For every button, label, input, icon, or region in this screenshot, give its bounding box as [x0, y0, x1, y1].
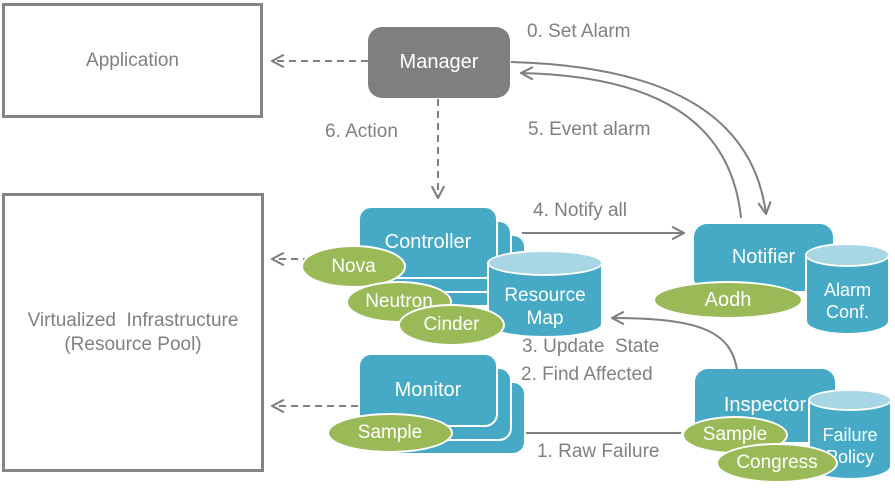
failure-policy-label: Failure Policy — [822, 424, 878, 467]
cinder-label: Cinder — [423, 314, 480, 335]
resource-map-label: Resource Map — [504, 285, 586, 329]
inspector-sample-label: Sample — [702, 424, 768, 445]
alarm-conf-cylinder-top — [805, 243, 890, 267]
application-box: Application — [2, 3, 263, 118]
arrow-event-alarm-arc — [521, 73, 742, 219]
manager-label: Manager — [399, 51, 479, 73]
inspector-label: Inspector — [723, 394, 807, 416]
failure-policy-cylinder: Failure Policy — [808, 389, 892, 480]
controller-label: Controller — [384, 231, 472, 253]
alarm-conf-cylinder: Alarm Conf. — [805, 243, 890, 335]
aodh-ellipse: Aodh — [653, 281, 803, 319]
monitor-sample-ellipse: Sample — [327, 413, 453, 453]
alarm-conf-label: Alarm Conf. — [823, 280, 871, 322]
virtualized-infrastructure-box: Virtualized Infrastructure (Resource Poo… — [2, 193, 264, 472]
aodh-label: Aodh — [704, 288, 752, 311]
step-raw-failure-label: 1. Raw Failure — [537, 441, 660, 462]
virtualized-infrastructure-label: Virtualized Infrastructure (Resource Poo… — [27, 309, 239, 355]
arrow-set-alarm-arc — [510, 61, 766, 214]
alarm-conf-cylinder-body — [805, 255, 890, 335]
step-action-label: 6. Action — [325, 121, 398, 142]
arrow-update-state-arc — [612, 318, 738, 371]
monitor-box: Monitor — [358, 353, 498, 427]
step-event-alarm-label: 5. Event alarm — [528, 119, 651, 140]
controller-box: Controller — [358, 206, 498, 279]
congress-label: Congress — [736, 452, 818, 473]
monitor-label: Monitor — [394, 378, 462, 401]
monitor-sample-label: Sample — [357, 422, 423, 443]
resource-map-cylinder-top — [487, 250, 603, 276]
manager-box: Manager — [368, 27, 510, 98]
step-set-alarm-label: 0. Set Alarm — [527, 21, 631, 42]
congress-ellipse: Congress — [716, 443, 838, 483]
step-find-affected-label: 2. Find Affected — [521, 364, 653, 385]
nova-label: Nova — [331, 255, 376, 277]
application-label: Application — [86, 49, 179, 71]
resource-map-cylinder: Resource Map — [487, 250, 603, 338]
step-update-state-label: 3. Update State — [522, 336, 660, 357]
step-notify-all-label: 4. Notify all — [533, 200, 627, 221]
notifier-label: Notifier — [731, 246, 796, 268]
neutron-label: Neutron — [365, 291, 433, 312]
cinder-ellipse: Cinder — [398, 304, 505, 346]
failure-policy-cylinder-top — [808, 389, 892, 411]
